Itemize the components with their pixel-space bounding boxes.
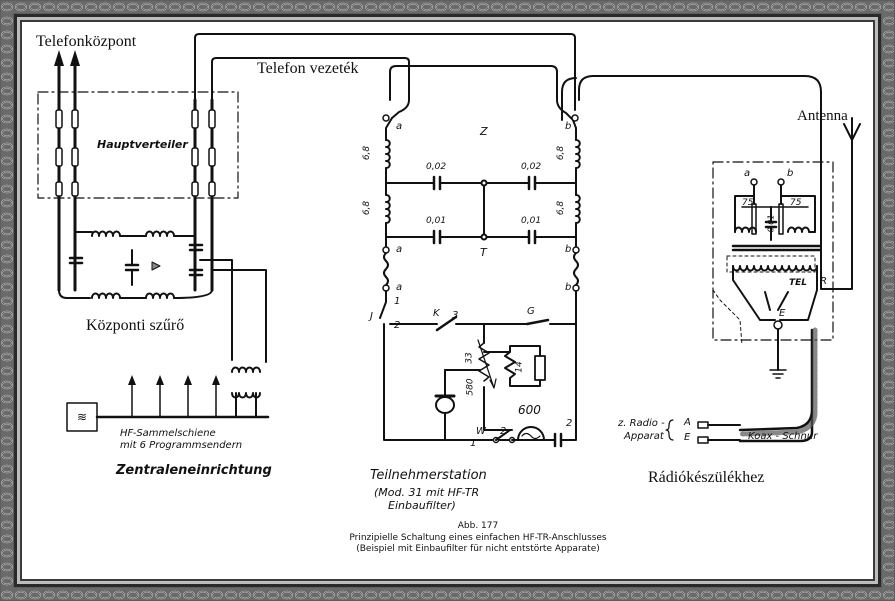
label-hf-sammelschiene-sub: mit 6 Programmsendern — [120, 440, 243, 451]
resistor-33: 33 — [464, 352, 475, 364]
hf-sammelschiene: ≋ — [66, 366, 270, 432]
terminal-a-top: a — [396, 121, 403, 132]
inductor-6-8-2: 6,8 — [362, 200, 373, 216]
switch-j-pos-2: 2 — [394, 320, 401, 331]
plug-a: A — [684, 417, 691, 428]
capacitor-0-02-left: 0,02 — [426, 162, 447, 172]
plug-e: E — [684, 432, 691, 443]
label-teilnehmerstation-filter: Einbaufilter) — [388, 499, 456, 512]
capacitor-0-01-left: 0,01 — [426, 216, 447, 226]
antenna-terminal-a: a — [744, 168, 751, 179]
label-apparat: Apparat — [624, 431, 664, 442]
capacitor-2: 2 — [566, 418, 573, 429]
resistor-75-right: 75 — [790, 198, 802, 208]
teilnehmerstation — [379, 114, 581, 448]
label-antenna: Antenna — [797, 108, 848, 124]
label-kozponti-szuro: Központi szűrő — [86, 317, 185, 334]
capacitor-0-01-antenna: 0,01 — [766, 214, 776, 233]
label-hauptverteiler: Hauptverteiler — [97, 138, 188, 151]
label-z: Z — [480, 125, 488, 138]
capacitor-0-01-right: 0,01 — [521, 216, 542, 226]
caption-subtitle: (Beispiel mit Einbaufilter für nicht ent… — [356, 544, 600, 554]
terminal-b-top: b — [565, 121, 572, 132]
terminal-a-mid: a — [396, 244, 403, 255]
terminal-b-mid: b — [565, 244, 572, 255]
terminal-b-low: b — [565, 282, 572, 293]
switch-g: G — [527, 306, 535, 317]
switch-w: W — [476, 426, 486, 437]
caption-title: Prinzipielle Schaltung eines einfachen H… — [349, 533, 607, 543]
inductor-6-8-1: 6,8 — [362, 145, 373, 161]
antenna-terminal-b: b — [787, 168, 794, 179]
label-t: T — [480, 246, 487, 259]
ringer-600: 600 — [518, 403, 541, 417]
label-zentraleneinrichtung: Zentraleneinrichtung — [116, 463, 272, 478]
switch-k: K — [433, 308, 440, 319]
switch-j-pos-1: 1 — [394, 296, 401, 307]
label-koax-schnur: Koax - Schnur — [748, 431, 818, 442]
central-filter — [58, 230, 267, 363]
label-telefon-vezetek: Telefon vezeték — [257, 60, 359, 77]
label-teilnehmerstation: Teilnehmerstation — [370, 468, 487, 483]
label-hf-sammelschiene: HF-Sammelschiene — [120, 428, 216, 439]
switch-w-pos-1: 1 — [470, 438, 477, 449]
resistor-580: 580 — [465, 378, 476, 396]
label-teilnehmerstation-model: (Mod. 31 mit HF-TR — [374, 486, 480, 499]
label-radiokeszulekhez: Rádiókészülékhez — [648, 469, 765, 486]
capacitor-0-02-right: 0,02 — [521, 162, 542, 172]
resistor-14: 14 — [514, 361, 525, 373]
telephone-line-wiring — [194, 33, 822, 166]
switch-r: R — [820, 276, 827, 287]
switch-tel: TEL — [789, 278, 808, 288]
resistor-75-left: 75 — [742, 198, 754, 208]
antenna-unit — [665, 117, 861, 444]
caption-figure-number: Abb. 177 — [457, 521, 499, 531]
switch-j: J — [370, 311, 373, 322]
svg-text:≋: ≋ — [77, 410, 87, 424]
switch-w-pos-2: 2 — [500, 426, 507, 437]
switch-k-pos-3: 3 — [452, 310, 459, 321]
terminal-a-low: a — [396, 282, 403, 293]
hauptverteiler-frame — [37, 50, 239, 292]
inductor-6-8-4: 6,8 — [556, 200, 567, 216]
switch-e: E — [779, 308, 786, 319]
inductor-6-8-3: 6,8 — [556, 145, 567, 161]
label-telefonkozpont: Telefonközpont — [36, 33, 137, 50]
label-z-radio: z. Radio - — [618, 418, 665, 429]
